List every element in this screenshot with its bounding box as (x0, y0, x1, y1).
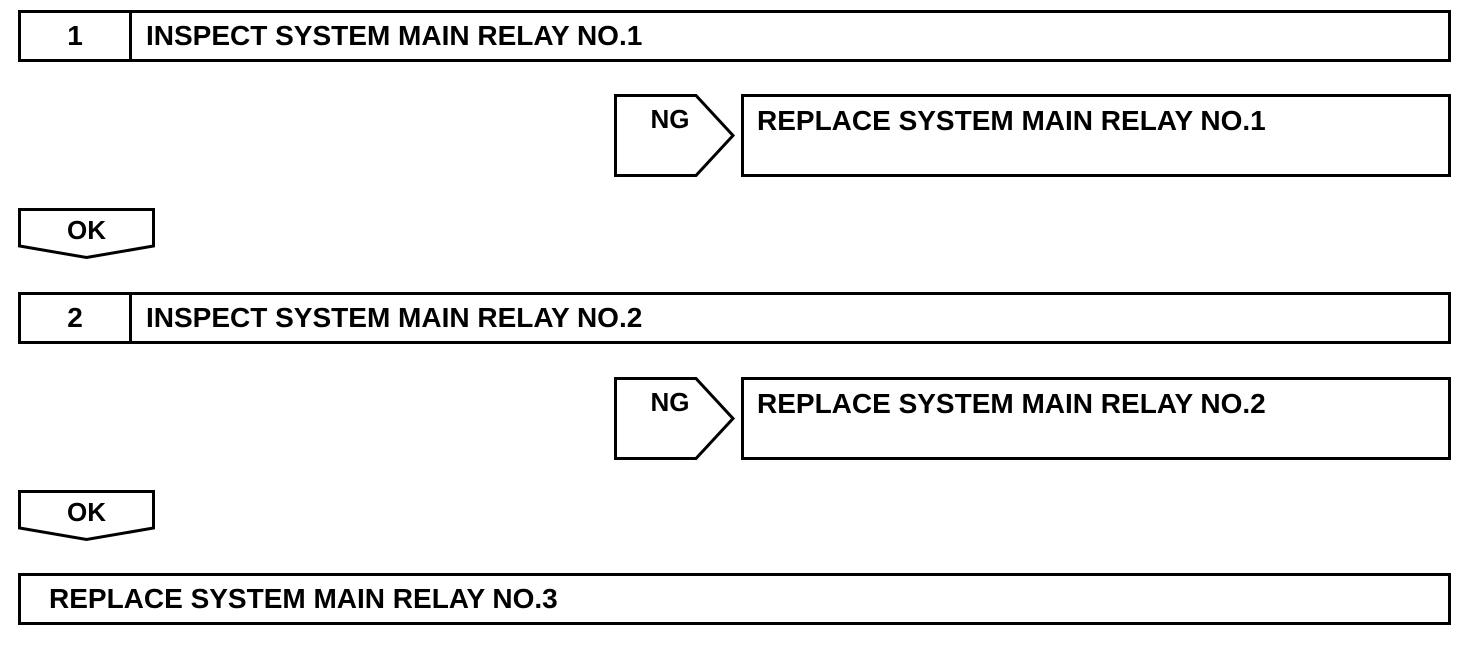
ng-label-1: NG (650, 104, 690, 134)
step-1-box: 1 INSPECT SYSTEM MAIN RELAY NO.1 (18, 10, 1451, 62)
ng-arrow-shape-2 (614, 377, 736, 460)
ng-label-2: NG (650, 387, 690, 417)
ng-result-2-text: REPLACE SYSTEM MAIN RELAY NO.2 (757, 388, 1266, 419)
ok-label-2: OK (67, 497, 106, 527)
final-step-text: REPLACE SYSTEM MAIN RELAY NO.3 (49, 583, 558, 614)
step-2-number: 2 (21, 295, 132, 341)
final-step-box: REPLACE SYSTEM MAIN RELAY NO.3 (18, 573, 1451, 625)
ok-arrow-shape-2 (18, 490, 155, 542)
ok-tag-2: OK (18, 490, 155, 542)
step-1-number: 1 (21, 13, 132, 59)
ok-label-1: OK (67, 215, 106, 245)
ok-tag-1: OK (18, 208, 155, 260)
ng-tag-2: NG (614, 377, 736, 460)
ng-tag-1: NG (614, 94, 736, 177)
ng-result-1-text: REPLACE SYSTEM MAIN RELAY NO.1 (757, 105, 1266, 136)
step-2-box: 2 INSPECT SYSTEM MAIN RELAY NO.2 (18, 292, 1451, 344)
ok-arrow-shape-1 (18, 208, 155, 260)
step-1-title: INSPECT SYSTEM MAIN RELAY NO.1 (146, 20, 643, 51)
step-2-title: INSPECT SYSTEM MAIN RELAY NO.2 (146, 302, 643, 333)
ng-result-2-box: REPLACE SYSTEM MAIN RELAY NO.2 (741, 377, 1451, 460)
ng-arrow-shape-1 (614, 94, 736, 177)
ng-result-1-box: REPLACE SYSTEM MAIN RELAY NO.1 (741, 94, 1451, 177)
